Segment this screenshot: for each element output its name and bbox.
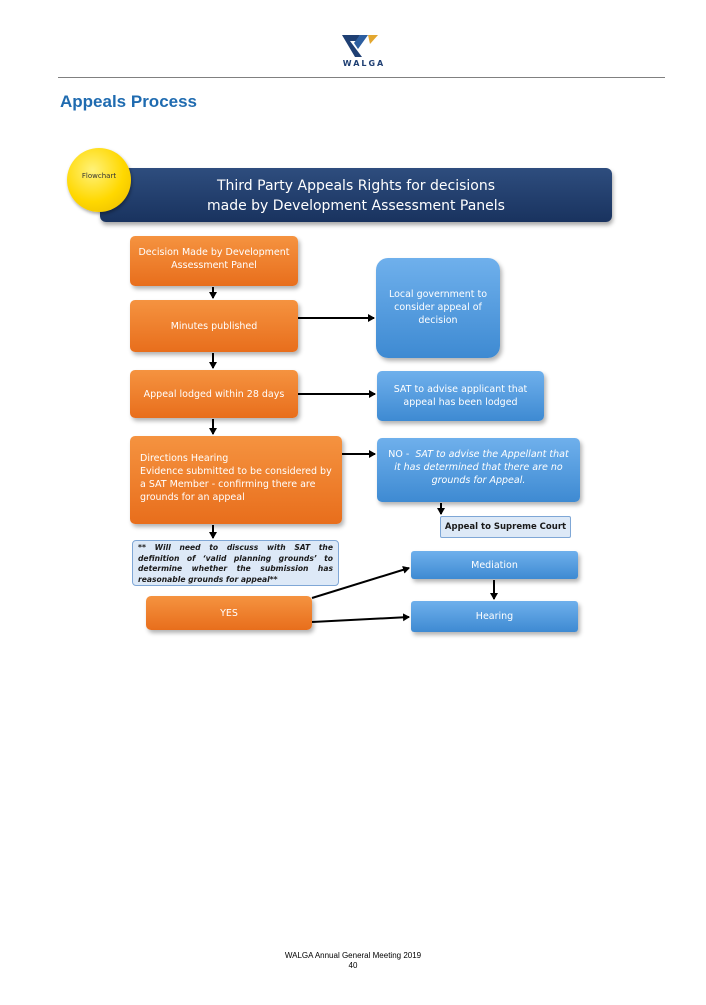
walga-logo-icon <box>342 35 378 57</box>
banner-line-1: Third Party Appeals Rights for decisions <box>216 178 496 194</box>
flowchart-title-banner: Third Party Appeals Rights for decisions… <box>100 168 612 222</box>
mediation-box: Mediation <box>411 551 578 579</box>
sat-definition-note: ** Will need to discuss with SAT the def… <box>132 540 339 586</box>
page-footer: WALGA Annual General Meeting 2019 40 <box>0 951 706 971</box>
no-grounds-box: NO - SAT to advise the Appellant that it… <box>377 438 580 502</box>
directions-detail: Evidence submitted to be considered by a… <box>140 466 332 503</box>
directions-heading: Directions Hearing <box>140 453 229 464</box>
local-government-box: Local government to consider appeal of d… <box>376 258 500 358</box>
footer-page-number: 40 <box>348 961 358 970</box>
logo-text: WALGA <box>342 59 386 68</box>
flowchart-badge: Flowchart <box>67 148 131 212</box>
decision-made-box: Decision Made by Development Assessment … <box>130 236 298 286</box>
banner-line-2: made by Development Assessment Panels <box>207 198 505 214</box>
minutes-published-box: Minutes published <box>130 300 298 352</box>
hearing-box: Hearing <box>411 601 578 632</box>
appeal-lodged-box: Appeal lodged within 28 days <box>130 370 298 418</box>
decision-line-2: Assessment Panel <box>171 260 257 271</box>
decision-line-1: Decision Made by Development <box>138 247 290 258</box>
flowchart-badge-label: Flowchart <box>81 172 117 180</box>
supreme-court-box: Appeal to Supreme Court <box>440 516 571 538</box>
header-divider <box>58 77 665 78</box>
directions-hearing-box: Directions Hearing Evidence submitted to… <box>130 436 342 524</box>
no-grounds-text: SAT to advise the Appellant that it has … <box>394 449 569 486</box>
sat-advise-applicant-box: SAT to advise applicant that appeal has … <box>377 371 544 421</box>
footer-meeting: WALGA Annual General Meeting 2019 <box>284 951 422 960</box>
arrow-yes-to-mediation <box>311 565 410 599</box>
yes-box: YES <box>146 596 312 630</box>
page-title: Appeals Process <box>60 92 198 111</box>
no-prefix: NO - <box>388 449 410 460</box>
arrow-yes-to-hearing <box>311 613 410 623</box>
